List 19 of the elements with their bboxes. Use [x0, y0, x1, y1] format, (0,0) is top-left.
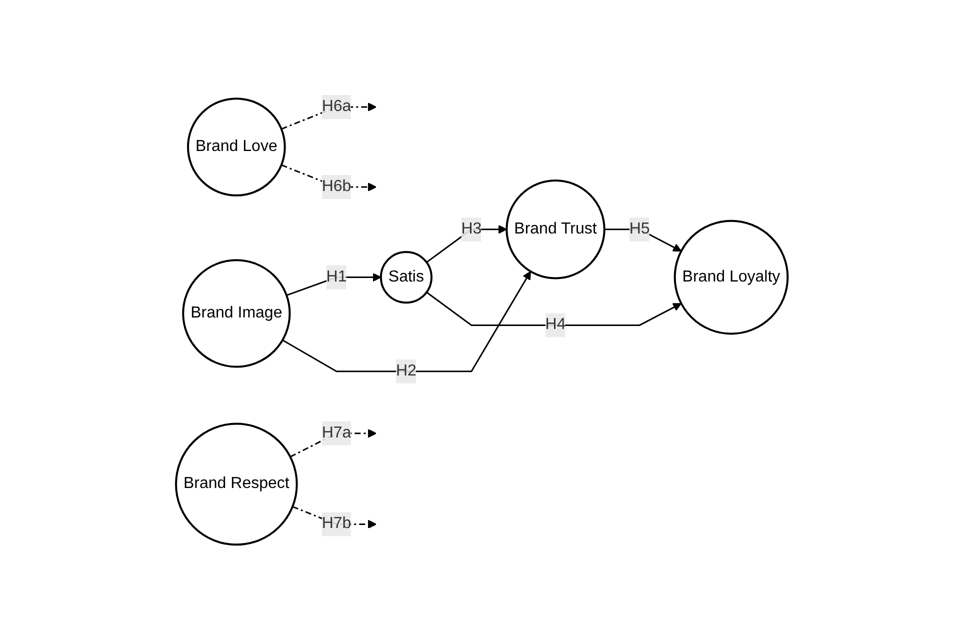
edge-label: H7a	[322, 424, 351, 442]
node-circle: Brand Image	[182, 259, 290, 368]
node-circle: Satis	[380, 251, 432, 304]
edge-label: H6a	[322, 98, 351, 116]
edge-label: H7b	[322, 515, 351, 532]
arrow	[426, 292, 682, 326]
edge-label: H5	[629, 220, 650, 238]
edge-label: H2	[396, 362, 416, 380]
edge-label: H1	[326, 268, 346, 286]
node-circle: Brand Respect	[174, 422, 298, 546]
arrow	[282, 271, 531, 372]
node-circle: Brand Trust	[505, 180, 606, 280]
node-circle: Brand Love	[186, 98, 286, 197]
arrow	[426, 225, 507, 264]
node-circle: Brand Loyalty	[673, 220, 788, 335]
edge-label: H6b	[322, 178, 351, 196]
edge-label: H3	[460, 220, 482, 238]
arrow	[286, 273, 381, 296]
edge-label: H4	[544, 316, 566, 334]
